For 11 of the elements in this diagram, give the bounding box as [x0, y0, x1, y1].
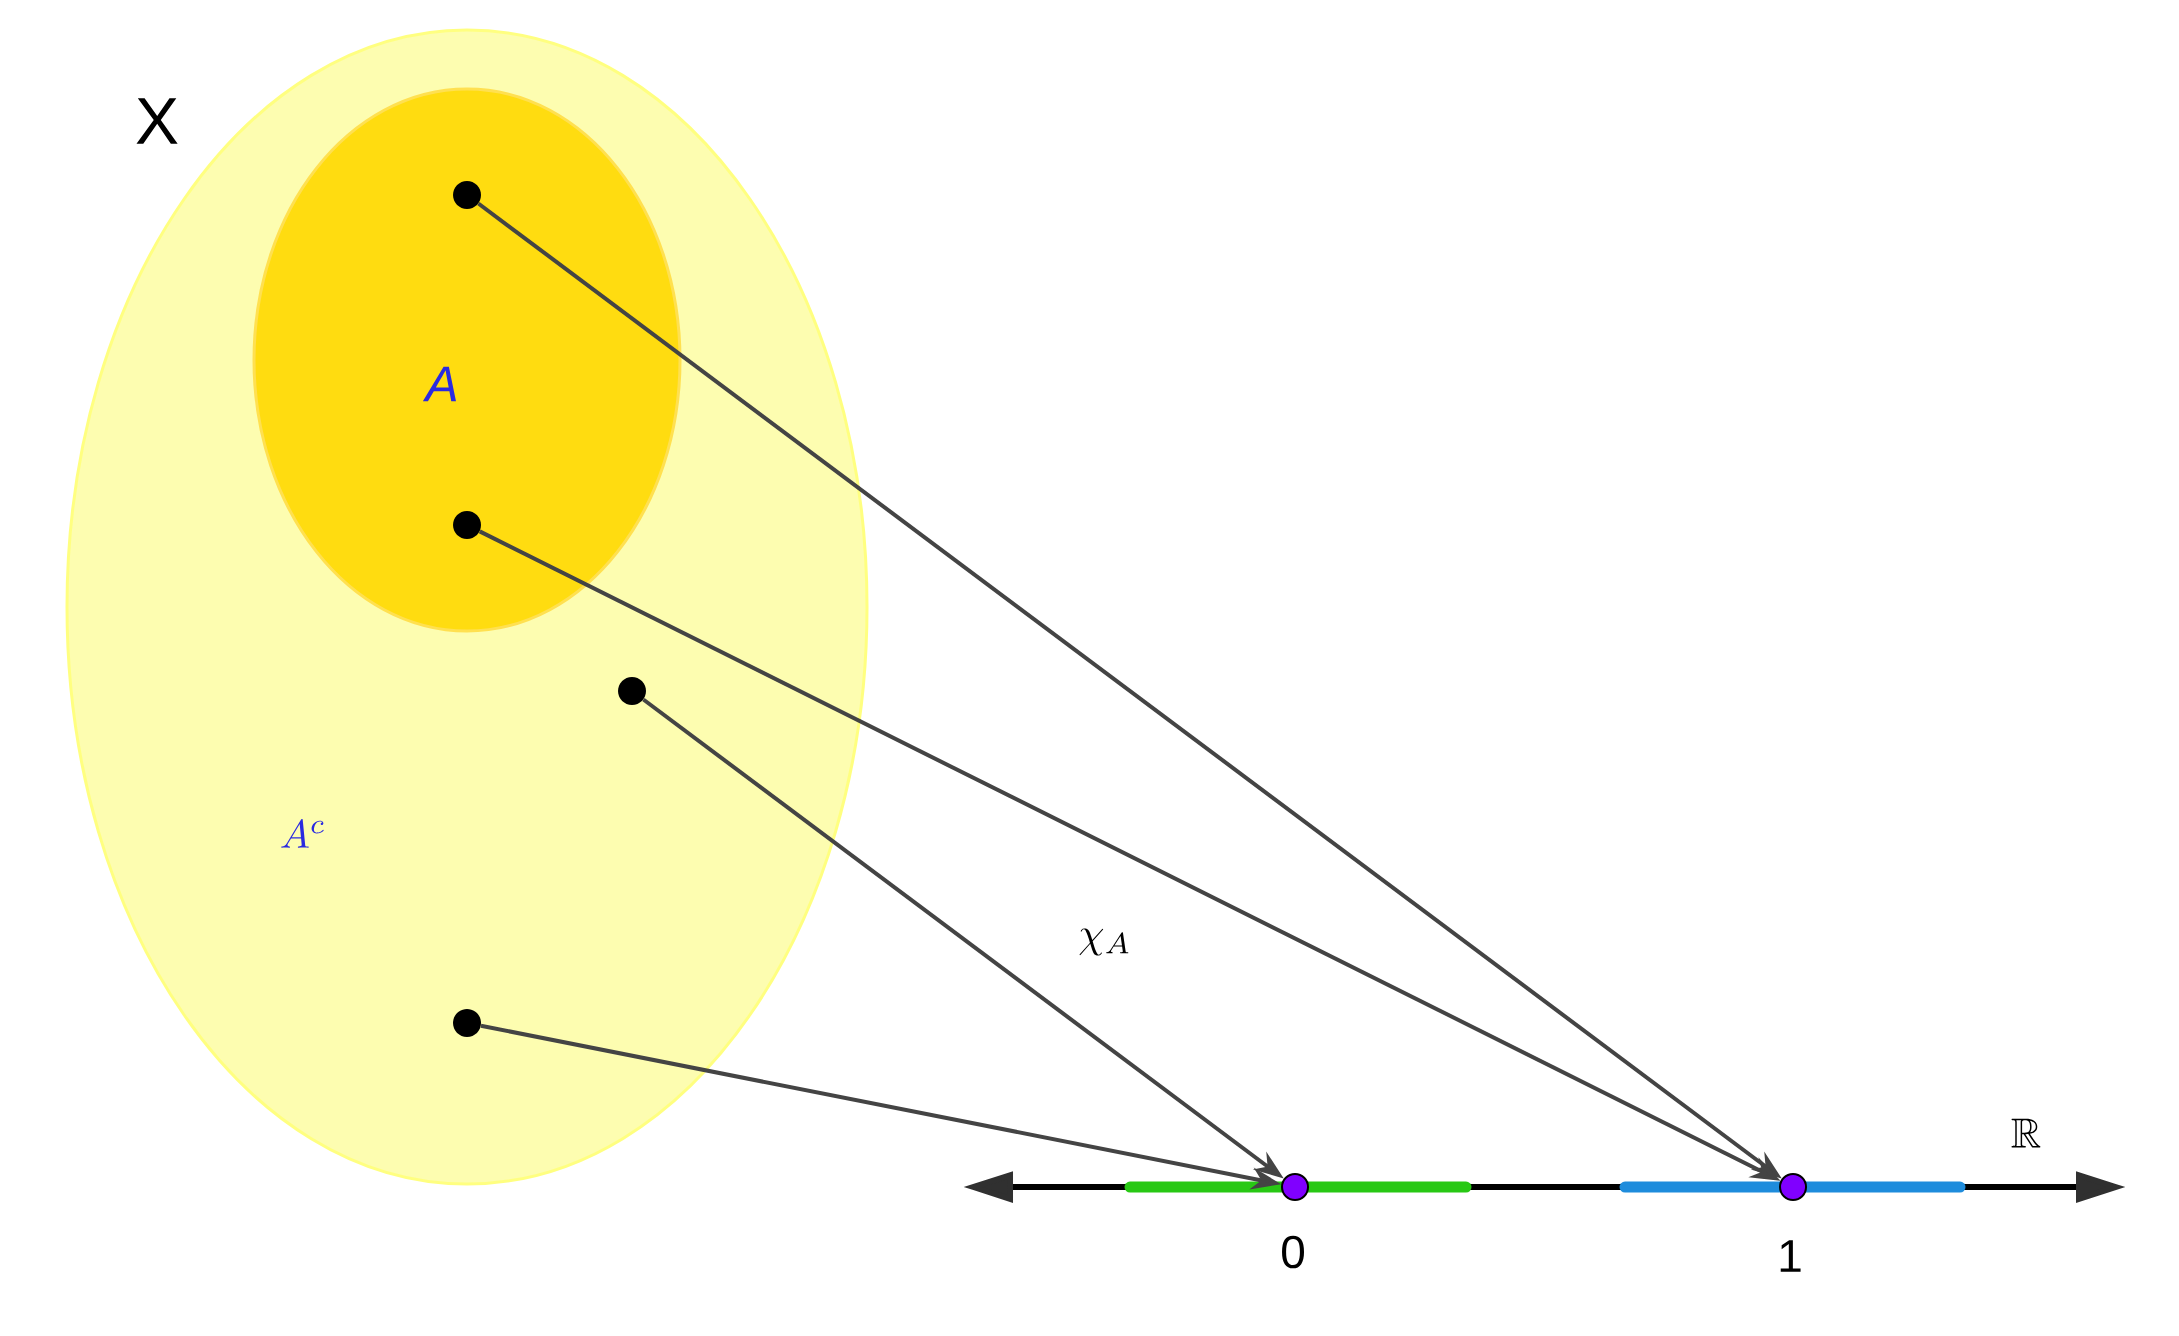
- point: [453, 181, 481, 209]
- tick-label: 1: [1780, 1240, 1801, 1272]
- point: [618, 677, 646, 705]
- point: [453, 511, 481, 539]
- function-label: $\chi_A$: [1079, 928, 1129, 956]
- set-label: $\mathbb{R}$: [2011, 1118, 2041, 1148]
- set-label: A: [422, 366, 456, 402]
- set-label: X: [136, 98, 178, 144]
- point: [453, 1009, 481, 1037]
- tick-label: 0: [1282, 1235, 1304, 1269]
- set-label: $A^c$: [281, 819, 324, 848]
